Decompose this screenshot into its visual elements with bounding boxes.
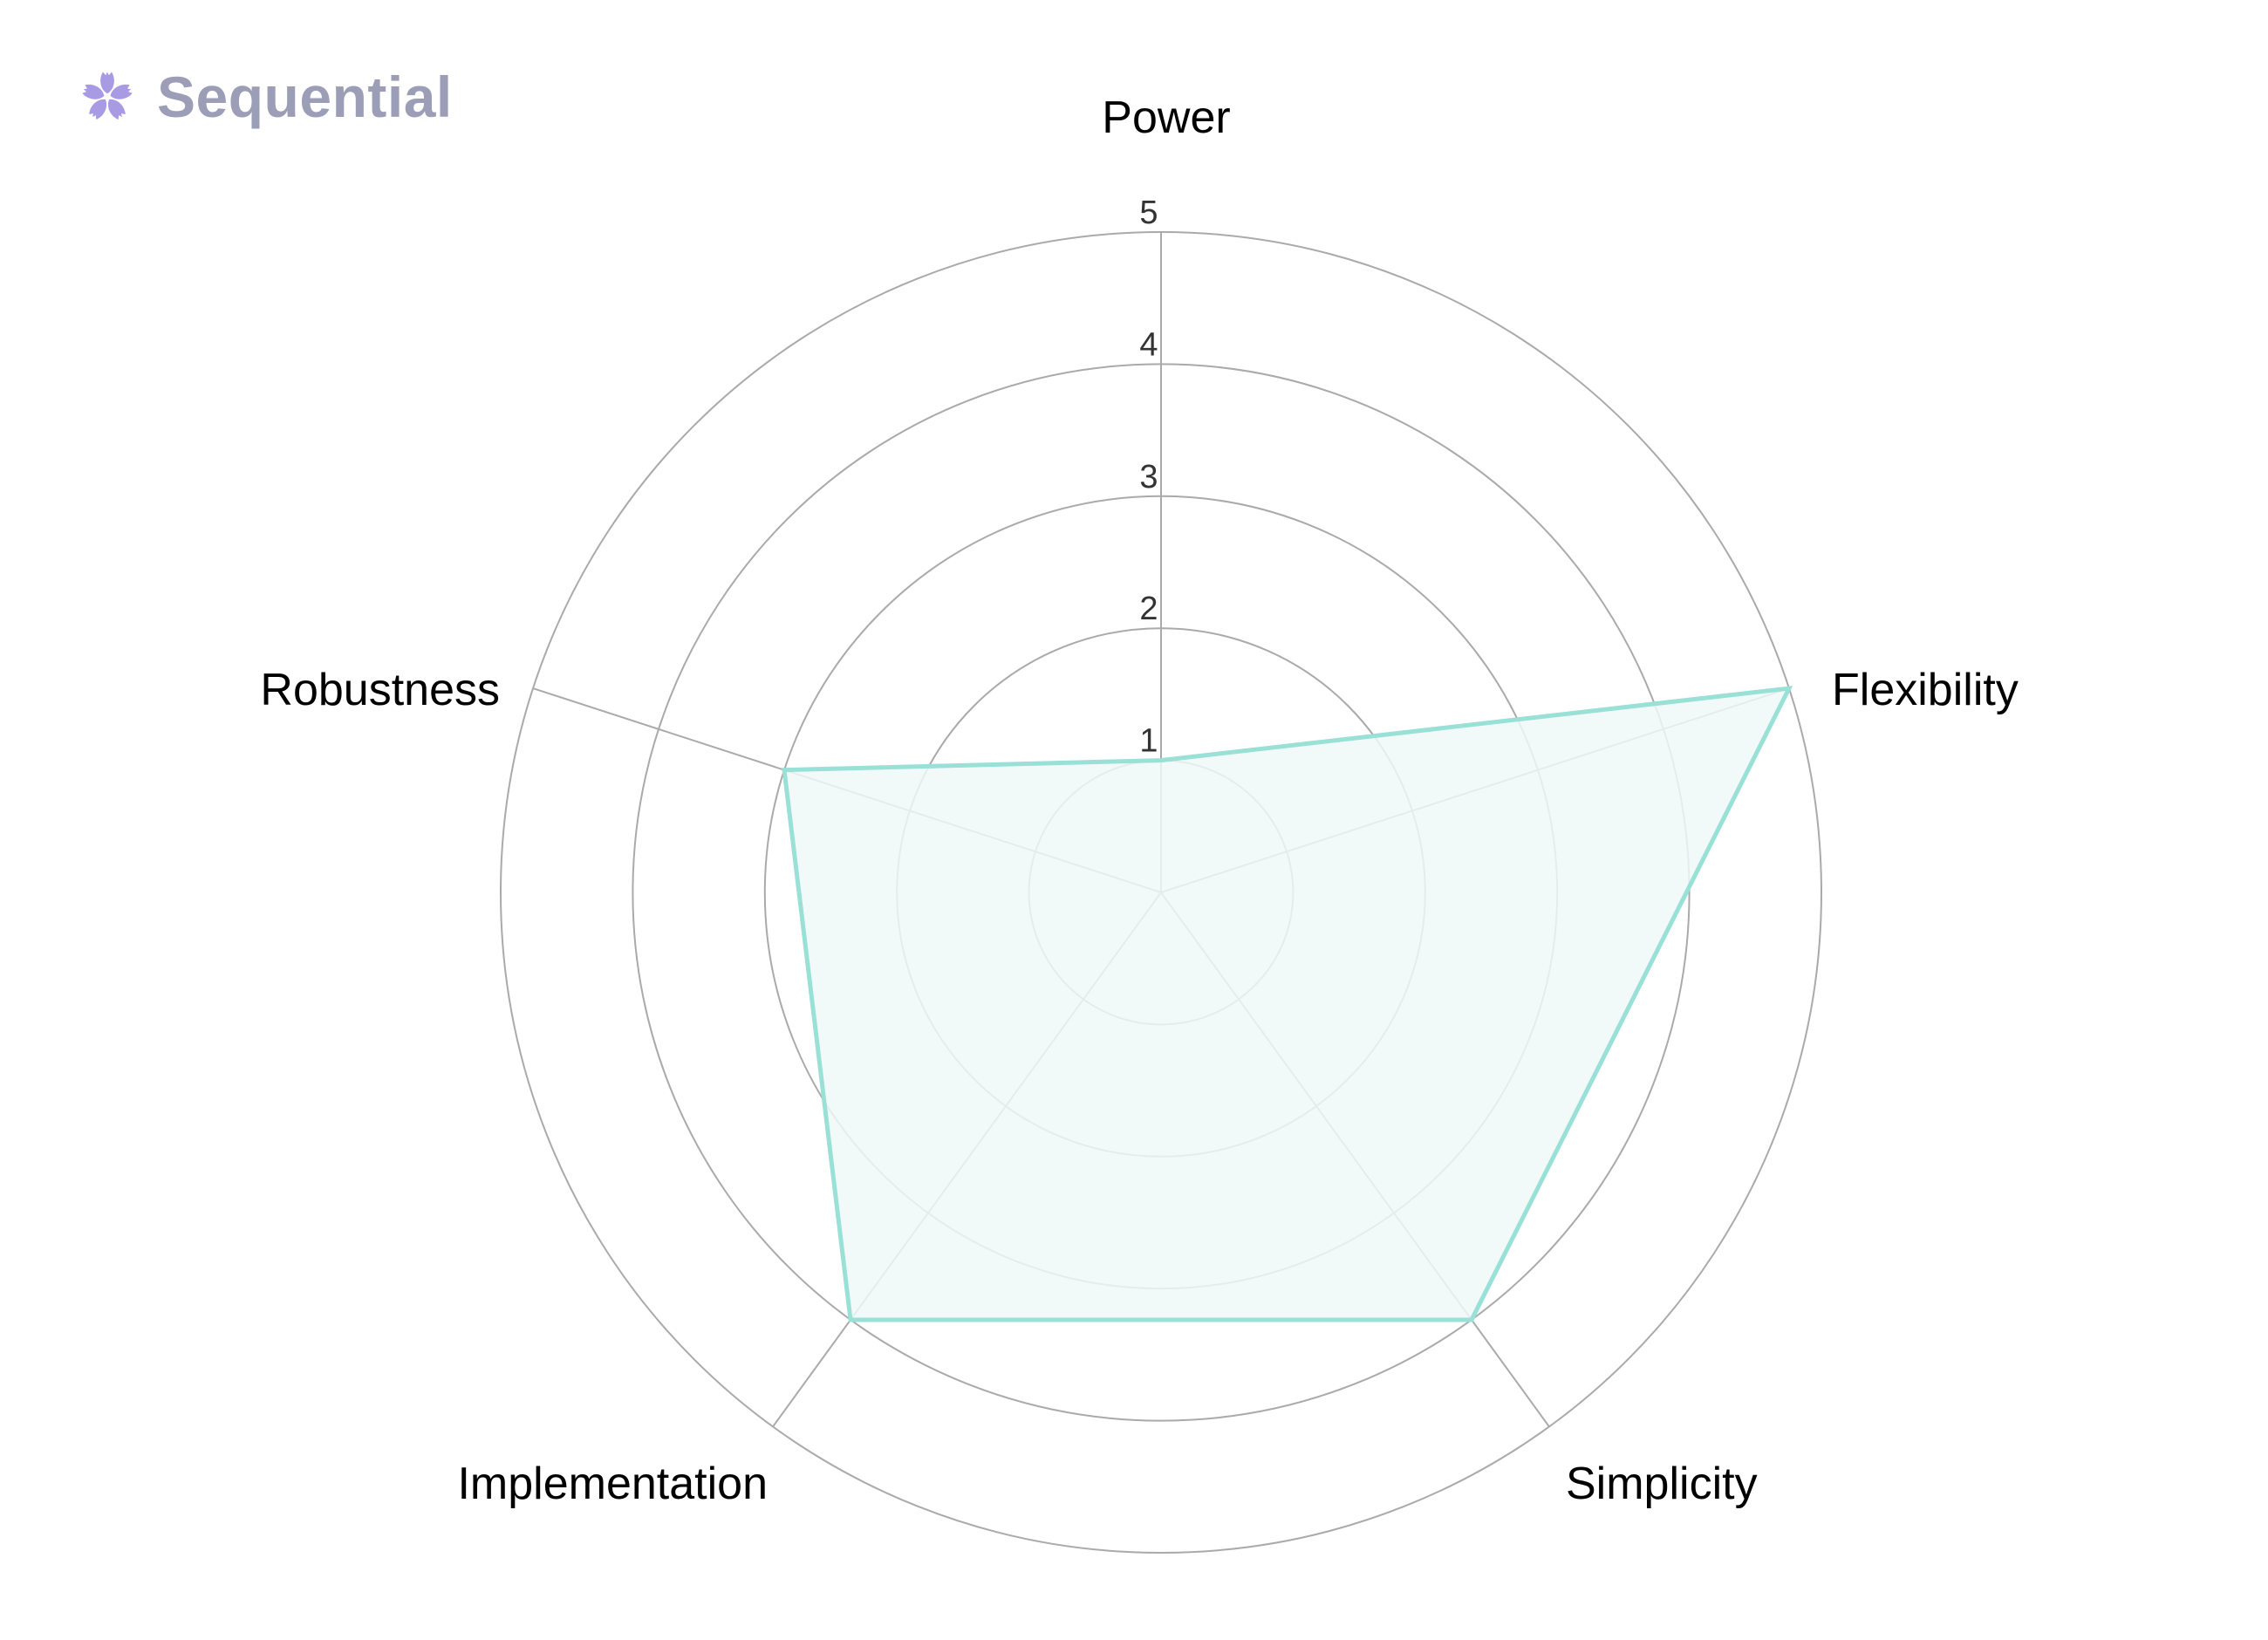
petal-shape bbox=[107, 99, 126, 120]
petal-shape bbox=[82, 84, 105, 99]
petal-shape bbox=[100, 72, 114, 94]
axis-label-simplicity: Simplicity bbox=[1566, 1459, 1758, 1509]
cherry-blossom-icon bbox=[82, 72, 133, 120]
radial-tick-label: 1 bbox=[1139, 723, 1158, 760]
radial-tick-label: 4 bbox=[1139, 326, 1158, 363]
axis-label-flexibility: Flexibility bbox=[1832, 665, 2019, 715]
petal-shape bbox=[89, 99, 107, 120]
radial-tick-labels: 1 2 3 4 5 bbox=[1139, 195, 1158, 760]
radial-tick-label: 2 bbox=[1139, 591, 1158, 627]
brand-logo: Sequential bbox=[80, 68, 453, 126]
series-polygon bbox=[782, 686, 1793, 1322]
axis-label-power: Power bbox=[1102, 92, 1230, 143]
petal-shape bbox=[110, 84, 133, 99]
brand-name: Sequential bbox=[157, 65, 453, 129]
axis-label-robustness: Robustness bbox=[260, 665, 500, 715]
radial-tick-label: 5 bbox=[1139, 195, 1158, 231]
axis-label-implementation: Implementation bbox=[457, 1459, 768, 1509]
radial-tick-label: 3 bbox=[1139, 459, 1158, 495]
data-polygon bbox=[782, 686, 1793, 1322]
